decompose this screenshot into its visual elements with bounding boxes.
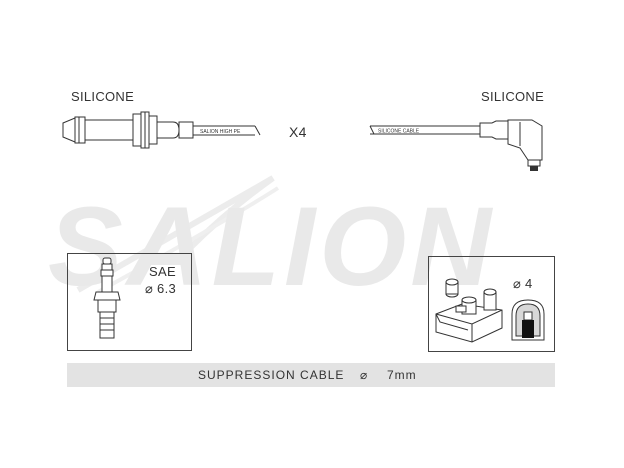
- quantity-multiplier: X4: [289, 124, 307, 140]
- left-spark-plug-boot: SALION HIGH PE: [62, 111, 261, 149]
- right-wire-print: SILICONE CABLE: [378, 129, 420, 135]
- sae-diameter-label: ⌀ 6.3: [145, 281, 177, 296]
- left-insulation-label: SILICONE: [71, 89, 135, 104]
- cable-type-label: SUPPRESSION CABLE: [198, 368, 345, 382]
- sae-terminal-box: [67, 253, 192, 351]
- watermark-text: SALION: [48, 184, 495, 309]
- terminal-diameter-label: ⌀ 4: [513, 276, 533, 291]
- diameter-symbol: ⌀: [360, 368, 369, 382]
- distributor-cap-icon: [435, 278, 503, 343]
- terminal-section-icon: [511, 299, 545, 341]
- right-distributor-boot: SILICONE CABLE: [369, 119, 543, 171]
- cable-spec-bar: SUPPRESSION CABLE ⌀ 7mm: [67, 363, 555, 387]
- spark-plug-terminal-icon: [93, 257, 121, 339]
- left-wire-print: SALION HIGH PE: [200, 129, 241, 135]
- cable-diameter-value: 7mm: [387, 368, 417, 382]
- right-insulation-label: SILICONE: [481, 89, 545, 104]
- distributor-terminal-box: [428, 256, 555, 352]
- sae-standard-label: SAE: [149, 264, 176, 279]
- watermark-logo: SALION: [48, 175, 495, 309]
